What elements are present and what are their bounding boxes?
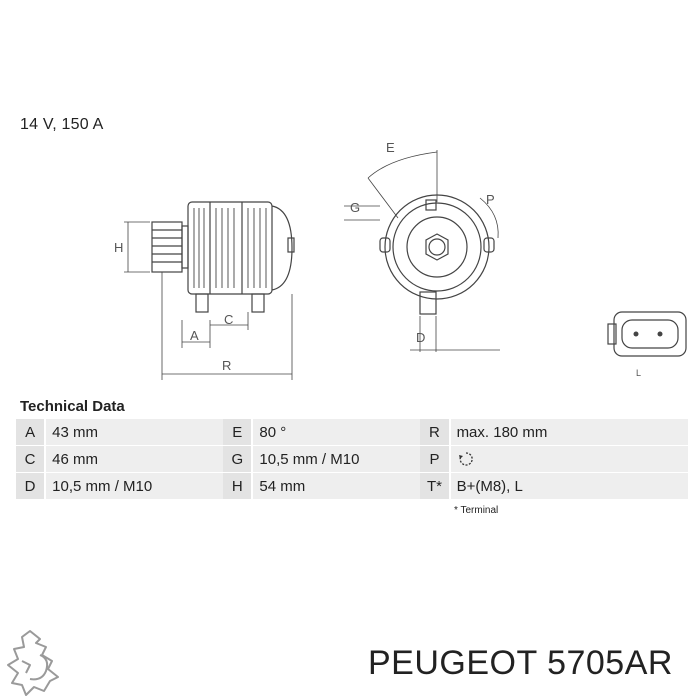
dimension-lines xyxy=(124,221,293,380)
front-dimension-lines xyxy=(344,150,500,352)
technical-data-table: A 43 mm E 80 ° R max. 180 mm C 46 mm G 1… xyxy=(16,419,688,500)
label-l: L xyxy=(636,368,641,378)
technical-data-title: Technical Data xyxy=(20,398,125,415)
value-cell: 46 mm xyxy=(45,445,224,473)
pulley-side-view xyxy=(151,221,189,273)
label-e: E xyxy=(386,140,395,155)
label-r: R xyxy=(222,358,231,373)
alternator-front-view xyxy=(379,194,495,315)
value-cell: 54 mm xyxy=(252,472,421,500)
brand-part-number: PEUGEOT 5705AR xyxy=(368,644,673,682)
label-h: H xyxy=(114,240,123,255)
key-cell: D xyxy=(16,472,47,500)
value-cell: 80 ° xyxy=(252,419,421,446)
table-row: C 46 mm G 10,5 mm / M10 P xyxy=(16,445,688,473)
terminal-footnote: * Terminal xyxy=(454,505,499,516)
spec-line: 14 V, 150 A xyxy=(20,116,104,133)
value-cell: B+(M8), L xyxy=(449,472,688,500)
table-row: D 10,5 mm / M10 H 54 mm T* B+(M8), L xyxy=(16,472,688,500)
rotation-value-cell xyxy=(449,445,688,473)
label-p: P xyxy=(486,192,495,207)
key-cell: P xyxy=(420,445,451,473)
label-d: D xyxy=(416,330,425,345)
clockwise-rotation-icon xyxy=(458,452,473,466)
key-cell: G xyxy=(223,445,254,473)
key-cell: C xyxy=(16,445,47,473)
key-cell: E xyxy=(223,419,254,446)
value-cell: max. 180 mm xyxy=(449,419,688,446)
key-cell: T* xyxy=(420,472,451,500)
alternator-side-view xyxy=(187,201,295,313)
value-cell: 10,5 mm / M10 xyxy=(45,472,224,500)
value-cell: 43 mm xyxy=(45,419,224,446)
key-cell: A xyxy=(16,419,47,446)
table-row: A 43 mm E 80 ° R max. 180 mm xyxy=(16,419,688,446)
connector-view xyxy=(607,311,687,357)
label-g: G xyxy=(350,200,360,215)
label-a: A xyxy=(190,328,199,343)
key-cell: R xyxy=(420,419,451,446)
peugeot-lion-logo xyxy=(7,630,59,696)
label-c: C xyxy=(224,312,233,327)
alternator-drawing: H A C R E G P D L xyxy=(114,140,687,380)
value-cell: 10,5 mm / M10 xyxy=(252,445,421,473)
key-cell: H xyxy=(223,472,254,500)
